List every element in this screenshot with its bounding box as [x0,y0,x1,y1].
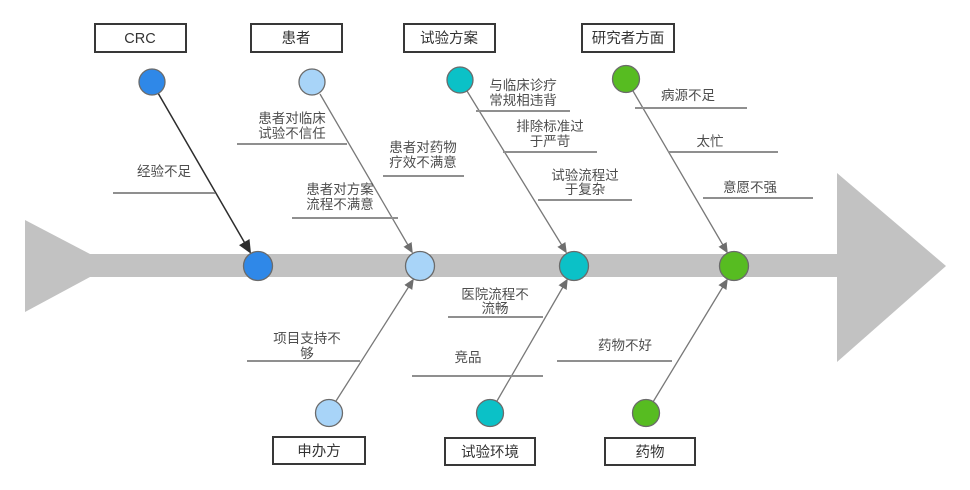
branch-line-researcher [632,90,728,254]
cause-protocol-violates-routine[interactable]: 与临床诊疗 常规相违背 [476,78,570,112]
spine-node-researcher[interactable] [718,250,750,282]
cause-environment-competitors[interactable]: 竞品 [412,349,543,377]
cause-patient-efficacy-dissatisfied[interactable]: 患者对药物 疗效不满意 [383,140,464,177]
cause-text: 医院流程不 [461,287,529,302]
category-node-patient[interactable] [298,68,326,96]
branch-line-drug [652,278,728,403]
cause-researcher-weak-willingness[interactable]: 意愿不强 [703,179,813,199]
spine-arrow-head-icon [837,173,946,362]
cause-text: 患者对药物 [389,140,457,155]
cause-patient-process-dissatisfied[interactable]: 患者对方案 流程不满意 [292,181,398,219]
category-node-protocol[interactable] [446,66,474,94]
cause-text: 流程不满意 [306,196,374,212]
cause-text: 经验不足 [137,164,191,179]
spine-node-patient[interactable] [404,250,436,282]
cause-text: 试验流程过 [551,168,619,183]
category-label-environment: 试验环境 [461,443,519,461]
category-box-patient[interactable]: 患者 [250,23,343,53]
cause-text: 于复杂 [565,181,606,197]
cause-text: 药物不好 [598,338,652,353]
category-label-patient: 患者 [282,30,311,47]
cause-text: 与临床诊疗 [489,78,557,93]
category-label-sponsor: 申办方 [297,443,341,460]
category-node-crc[interactable] [138,68,166,96]
spine-node-protocol[interactable] [558,250,590,282]
cause-text: 于严苛 [530,134,571,149]
cause-text: 常规相违背 [489,93,557,108]
cause-text: 竞品 [455,349,482,365]
cause-sponsor-support[interactable]: 项目支持不 够 [247,331,360,362]
category-box-drug[interactable]: 药物 [604,437,696,466]
cause-text: 患者对方案 [306,181,374,197]
spine-node-crc[interactable] [242,250,274,282]
category-node-environment[interactable] [475,398,505,428]
category-box-sponsor[interactable]: 申办方 [272,436,366,465]
cause-text: 够 [300,346,314,361]
branch-line-patient [319,93,413,254]
category-node-drug[interactable] [631,398,661,428]
cause-text: 患者对临床 [258,111,326,126]
category-box-crc[interactable]: CRC [94,23,187,53]
cause-text: 太忙 [697,134,724,149]
cause-researcher-patient-source[interactable]: 病源不足 [635,88,747,109]
category-box-environment[interactable]: 试验环境 [444,437,536,466]
cause-protocol-complex-process[interactable]: 试验流程过 于复杂 [538,168,632,201]
category-node-sponsor[interactable] [314,398,344,428]
cause-text: 排除标准过 [516,119,584,134]
category-label-researcher: 研究者方面 [592,30,665,47]
cause-crc-experience[interactable]: 经验不足 [113,164,215,194]
cause-protocol-strict-exclusion[interactable]: 排除标准过 于严苛 [503,119,597,153]
cause-patient-distrust[interactable]: 患者对临床 试验不信任 [237,111,347,145]
cause-researcher-too-busy[interactable]: 太忙 [668,134,778,153]
category-box-protocol[interactable]: 试验方案 [403,23,496,53]
category-label-crc: CRC [124,31,155,47]
category-box-researcher[interactable]: 研究者方面 [581,23,675,53]
branch-line-environment [496,278,568,402]
cause-drug-not-good[interactable]: 药物不好 [557,338,672,362]
branch-line-crc [157,92,252,254]
category-label-protocol: 试验方案 [420,29,478,47]
cause-text: 病源不足 [661,88,715,103]
branch-line-sponsor [335,278,414,402]
cause-text: 意愿不强 [723,179,777,195]
branch-line-protocol [466,90,567,254]
cause-text: 试验不信任 [258,126,326,141]
cause-text: 疗效不满意 [389,154,457,170]
category-node-researcher[interactable] [611,64,641,94]
cause-text: 项目支持不 [273,331,341,346]
cause-text: 流畅 [482,301,509,316]
cause-environment-hospital-process[interactable]: 医院流程不 流畅 [448,287,543,318]
category-label-drug: 药物 [636,444,665,461]
